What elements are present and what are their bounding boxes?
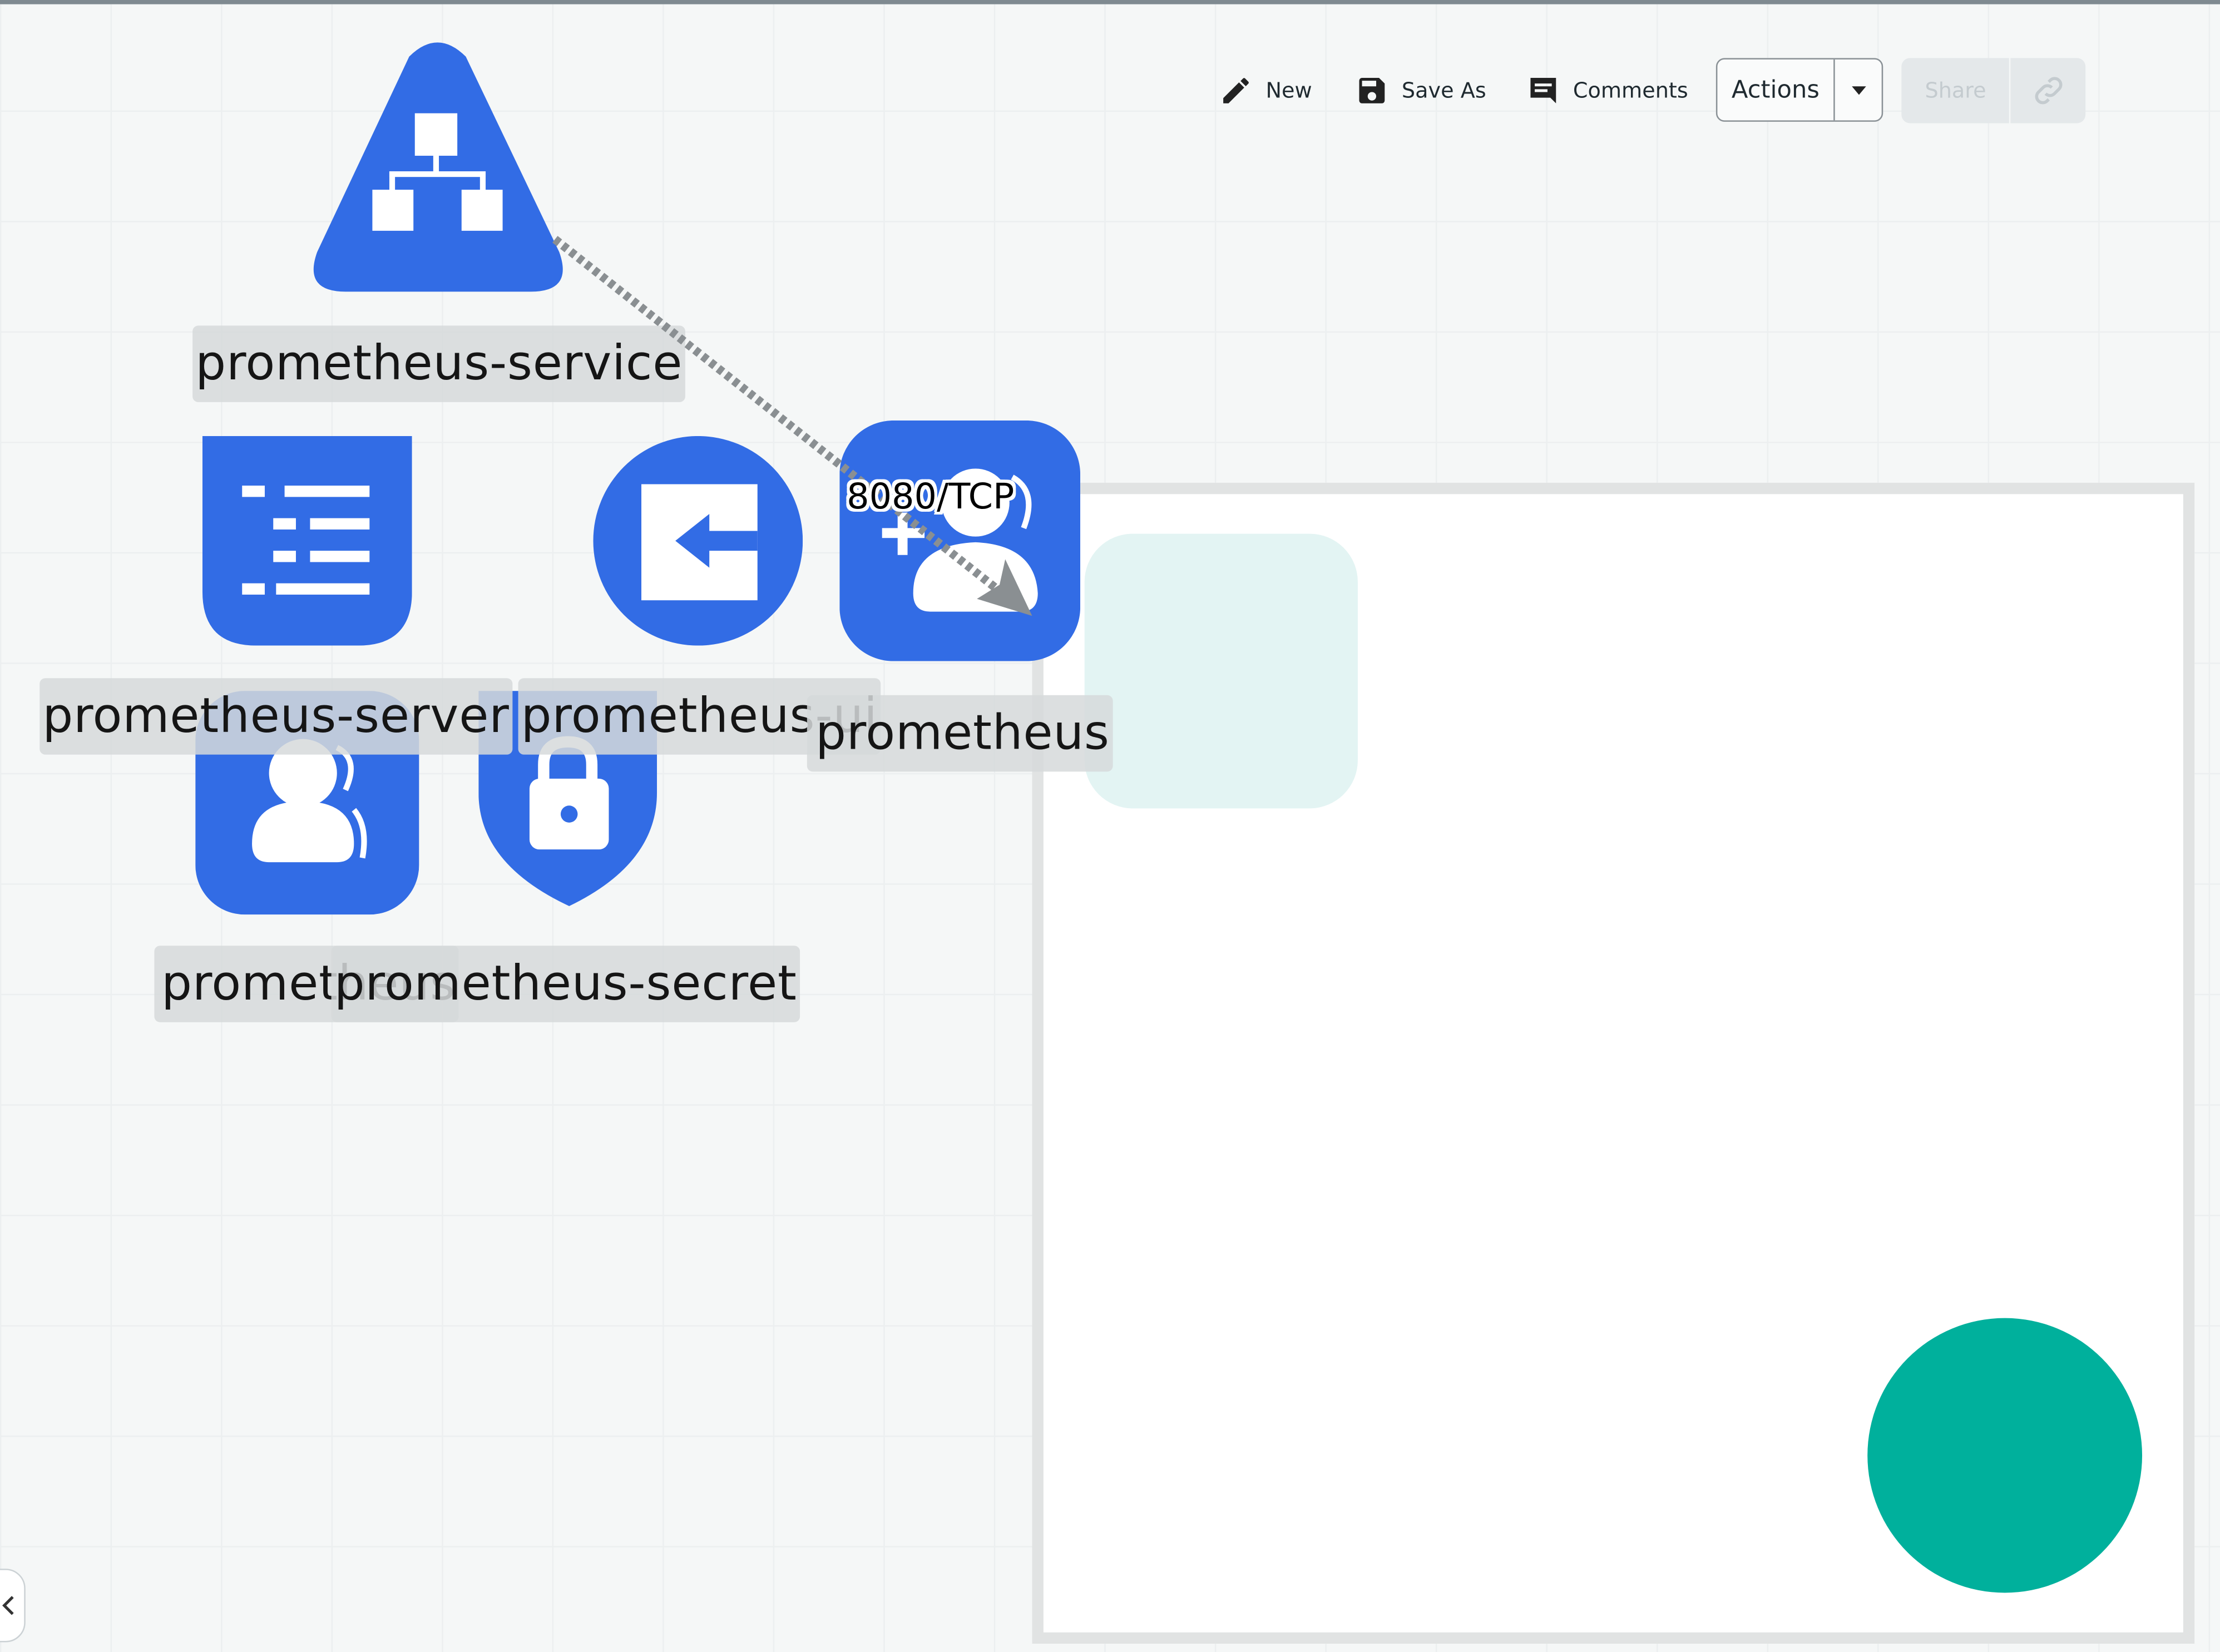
list-icon <box>242 486 370 595</box>
share-label: Share <box>1925 77 1986 103</box>
edge-port-label: 8080/TCP <box>847 476 1015 517</box>
comments-label: Comments <box>1573 77 1688 103</box>
pencil-icon <box>1223 78 1249 103</box>
new-button[interactable]: New <box>1219 68 1312 113</box>
server-node-label[interactable]: prometheus-server <box>39 678 512 755</box>
service-node-icon[interactable] <box>310 39 566 296</box>
collapse-panel-button[interactable] <box>0 1569 26 1643</box>
actions-dropdown[interactable]: Actions <box>1715 58 1883 122</box>
save-icon <box>1359 77 1385 103</box>
chevron-left-icon <box>2 1596 14 1615</box>
top-border <box>0 0 2220 4</box>
link-icon <box>2034 77 2062 105</box>
user-icon <box>252 739 367 863</box>
ui-node-icon[interactable] <box>593 436 803 646</box>
caret-down-icon <box>1851 85 1866 95</box>
comment-icon <box>1530 77 1556 103</box>
save-as-label: Save As <box>1401 77 1486 103</box>
service-node-label[interactable]: prometheus-service <box>192 325 686 402</box>
secret-node-label[interactable]: prometheus-secret <box>331 946 800 1022</box>
actions-label: Actions <box>1731 76 1819 105</box>
save-as-button[interactable]: Save As <box>1355 68 1486 113</box>
copy-link-button[interactable] <box>2009 58 2085 123</box>
ingress-icon <box>641 484 758 601</box>
server-node-icon[interactable] <box>202 436 412 646</box>
light-teal-shape[interactable] <box>1084 533 1358 809</box>
new-label: New <box>1265 77 1312 103</box>
comments-button[interactable]: Comments <box>1526 68 1688 113</box>
deployment-node-label[interactable]: prometheus <box>807 695 1113 772</box>
teal-circle-node[interactable] <box>1867 1318 2143 1593</box>
network-icon <box>372 113 503 231</box>
actions-caret-button[interactable] <box>1833 59 1881 121</box>
share-button-group[interactable]: Share <box>1901 58 2086 123</box>
service-to-deployment-edge[interactable] <box>550 234 1045 623</box>
